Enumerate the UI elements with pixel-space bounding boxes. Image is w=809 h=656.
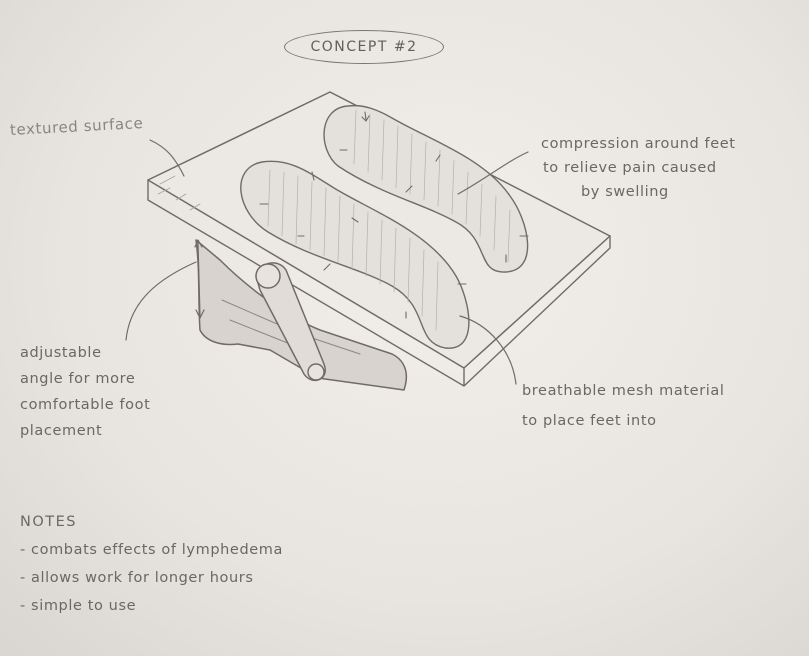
concept-title: CONCEPT #2 — [284, 30, 444, 64]
label-adjustable-line: placement — [20, 418, 150, 444]
label-mesh-material: breathable mesh material to place feet i… — [522, 376, 725, 436]
label-compression-line: by swelling — [541, 180, 736, 204]
leader-adjustable — [126, 262, 196, 340]
label-adjustable-line: adjustable — [20, 340, 150, 366]
label-compression-line: to relieve pain caused — [541, 156, 736, 180]
notes-item: - combats effects of lymphedema — [20, 536, 283, 564]
notes-item: - allows work for longer hours — [20, 564, 283, 592]
label-compression: compression around feet to relieve pain … — [541, 132, 736, 204]
label-adjustable-line: angle for more — [20, 366, 150, 392]
label-compression-line: compression around feet — [541, 132, 736, 156]
label-mesh-line: to place feet into — [522, 406, 725, 436]
label-adjustable-line: comfortable foot — [20, 392, 150, 418]
notes-block: NOTES - combats effects of lymphedema - … — [20, 508, 283, 620]
label-mesh-line: breathable mesh material — [522, 376, 725, 406]
hinge-joint-top — [256, 264, 280, 288]
hinge-joint-bottom — [308, 364, 324, 380]
notes-item: - simple to use — [20, 592, 283, 620]
label-adjustable-angle: adjustable angle for more comfortable fo… — [20, 340, 150, 444]
notes-heading: NOTES — [20, 508, 283, 536]
